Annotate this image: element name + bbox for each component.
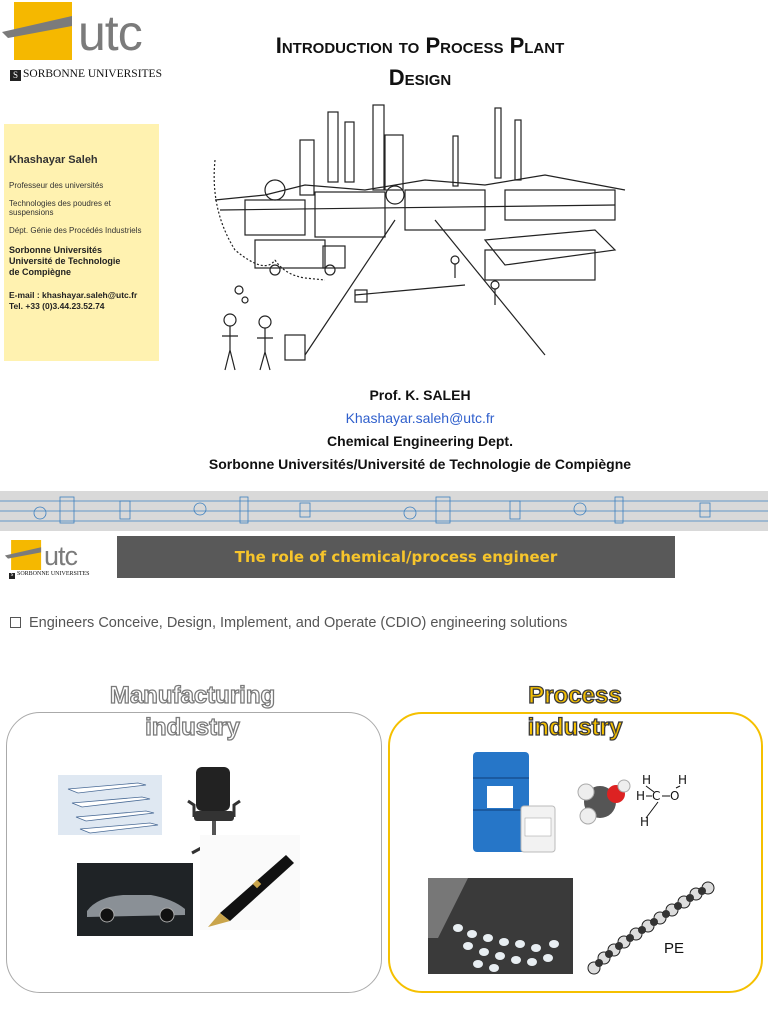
info-tel: Tel. +33 (0)3.44.23.52.74 xyxy=(9,301,105,311)
utc-logo-mark-icon xyxy=(2,2,72,60)
pe-label: PE xyxy=(664,940,685,957)
info-field: Technologies des poudres et suspensions xyxy=(9,198,111,218)
svg-text:O: O xyxy=(670,789,679,803)
svg-text:C: C xyxy=(652,789,660,803)
process-panel xyxy=(388,712,763,993)
author-info-box: Khashayar Saleh Professeur des universit… xyxy=(4,124,159,361)
manufacturing-panel xyxy=(6,712,382,993)
utc-logo-word: utc xyxy=(78,5,143,61)
manufacturing-title: Manufacturing industry xyxy=(109,681,276,741)
polyethylene-chain-image xyxy=(587,881,715,975)
info-name: Khashayar Saleh xyxy=(9,154,98,166)
utc-logo-word: utc xyxy=(44,541,78,571)
bullet-item: Engineers Conceive, Design, Implement, a… xyxy=(10,615,567,631)
author-university: Sorbonne Universités/Université de Techn… xyxy=(208,456,632,472)
process-flow-diagram-strip-image xyxy=(0,491,768,531)
process-title: Process industry xyxy=(527,681,623,741)
svg-text:H: H xyxy=(636,789,645,803)
sports-car-image xyxy=(77,863,193,936)
slide-banner: The role of chemical/process engineer xyxy=(117,536,675,578)
sorbonne-s-icon: S xyxy=(10,70,21,81)
author-block: Prof. K. SALEH Khashayar.saleh@utc.fr Ch… xyxy=(150,384,690,476)
process-plant-sketch-image xyxy=(213,104,626,371)
info-institution: Sorbonne Universités Université de Techn… xyxy=(9,245,121,277)
utc-logo-mark-icon xyxy=(4,540,42,570)
bullet-checkbox-icon xyxy=(10,617,21,628)
chemical-barrel-image xyxy=(473,752,556,853)
author-name: Prof. K. SALEH xyxy=(369,387,471,403)
info-email: E-mail : khashayar.saleh@utc.fr xyxy=(9,290,138,300)
svg-text:H: H xyxy=(640,815,649,829)
airplanes-image xyxy=(58,775,162,835)
author-email-link[interactable]: Khashayar.saleh@utc.fr xyxy=(345,410,495,426)
slide-title: Introduction to Process Plant Design xyxy=(275,33,565,90)
info-role: Professeur des universités xyxy=(9,181,104,190)
fountain-pen-image xyxy=(200,835,300,930)
author-dept: Chemical Engineering Dept. xyxy=(327,433,513,449)
info-dept: Dépt. Génie des Procédés Industriels xyxy=(9,225,142,235)
svg-text:H: H xyxy=(642,773,651,787)
sorbonne-s-icon: S xyxy=(9,573,15,579)
plastic-pellets-image xyxy=(428,878,573,974)
banner-title: The role of chemical/process engineer xyxy=(234,548,558,566)
svg-text:H: H xyxy=(678,773,687,787)
